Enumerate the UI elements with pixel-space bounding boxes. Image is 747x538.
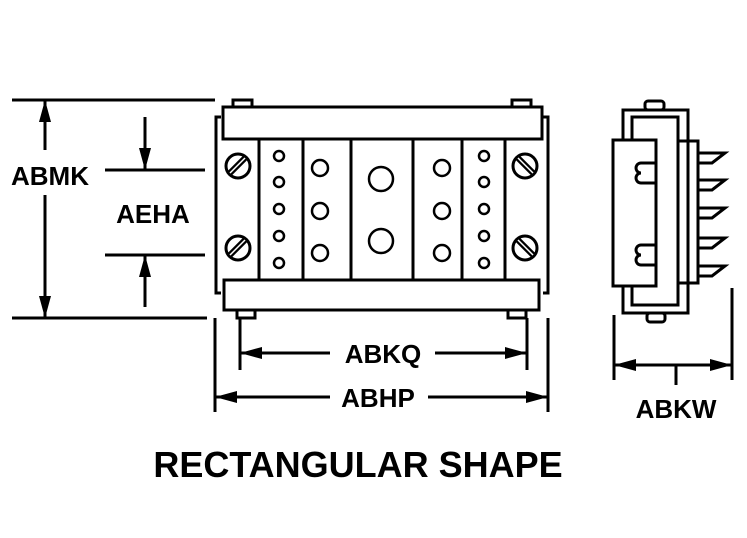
dimension-abmk: ABMK (11, 98, 215, 320)
label-abkw: ABKW (636, 394, 717, 424)
label-abkq: ABKQ (345, 339, 422, 369)
top-bar (221, 105, 544, 141)
contact-holes (272, 149, 491, 270)
dimension-aeha: AEHA (105, 117, 205, 307)
column-dividers (257, 139, 507, 280)
front-view (214, 98, 550, 320)
dimension-abhp: ABHP (213, 318, 550, 413)
label-abmk: ABMK (11, 161, 89, 191)
label-aeha: AEHA (116, 199, 190, 229)
dimension-abkw: ABKW (612, 288, 734, 424)
screw-icon (224, 152, 539, 262)
bottom-bar (222, 278, 541, 312)
label-abhp: ABHP (341, 383, 415, 413)
drawing-title: RECTANGULAR SHAPE (153, 444, 562, 485)
side-view (611, 99, 730, 324)
pin-icons (698, 151, 730, 278)
dimension-abkq: ABKQ (238, 318, 529, 370)
